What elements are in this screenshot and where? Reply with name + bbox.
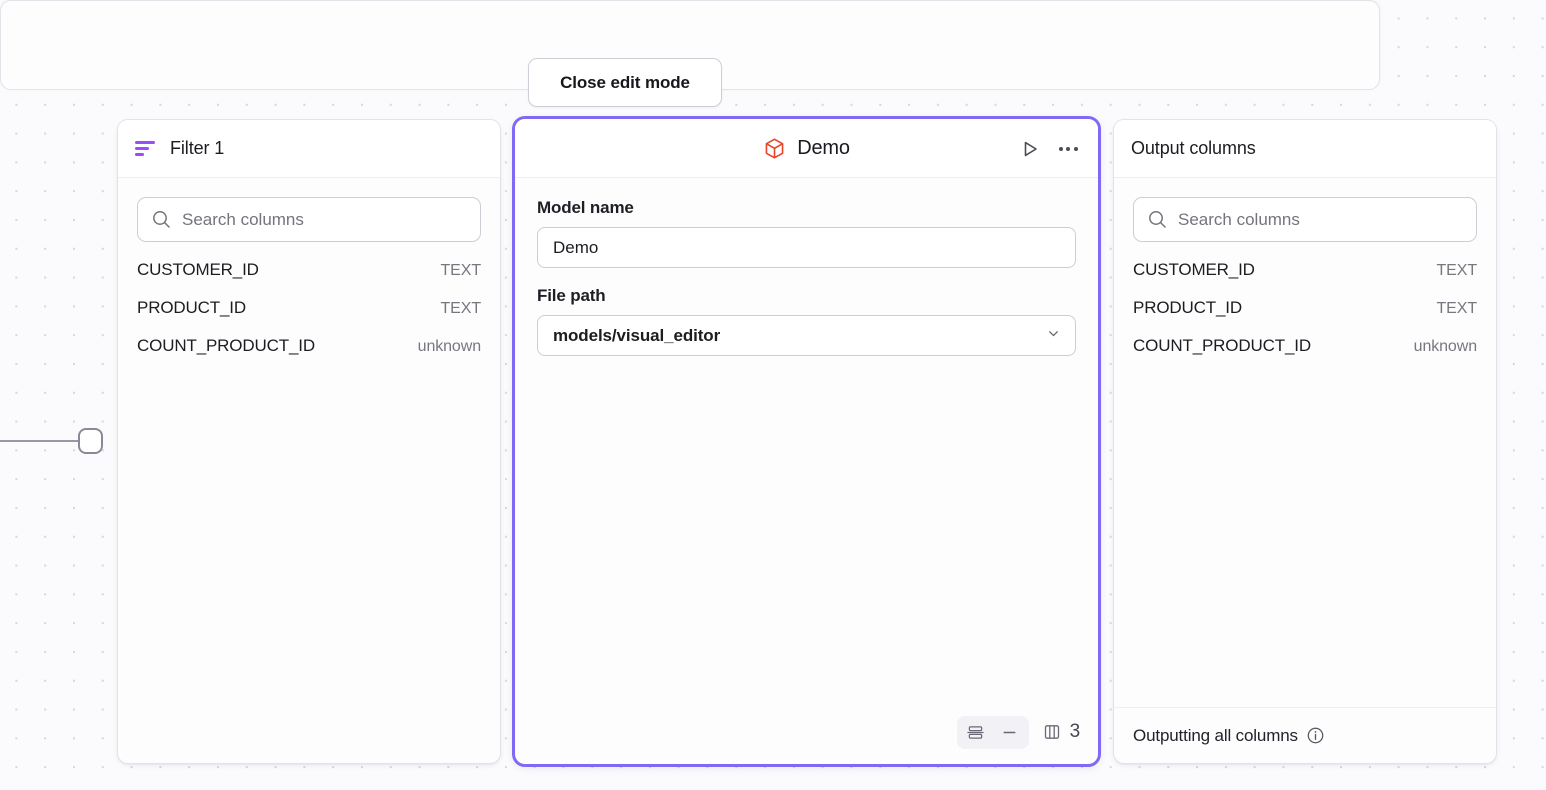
filter-icon <box>135 141 157 156</box>
filter-search-box[interactable] <box>137 197 481 242</box>
outputting-status-text: Outputting all columns <box>1133 725 1298 745</box>
table-row[interactable]: COUNT_PRODUCT_ID unknown <box>137 336 481 374</box>
column-name: PRODUCT_ID <box>137 298 247 317</box>
filter-panel-title: Filter 1 <box>170 138 225 158</box>
column-name: COUNT_PRODUCT_ID <box>1133 336 1312 355</box>
columns-layout-icon <box>1044 725 1059 739</box>
table-row[interactable]: CUSTOMER_ID TEXT <box>137 260 481 298</box>
output-search-input[interactable] <box>1178 209 1462 230</box>
file-path-select[interactable]: models/visual_editor <box>537 315 1076 356</box>
model-node-panel[interactable]: Demo Model name File path <box>512 116 1101 767</box>
collapse-button[interactable] <box>994 719 1026 746</box>
output-search-wrap <box>1114 178 1496 242</box>
output-columns-panel[interactable]: Output columns CUSTOMER_ID TEXT PRODUCT_… <box>1113 119 1497 764</box>
filter-column-list: CUSTOMER_ID TEXT PRODUCT_ID TEXT COUNT_P… <box>118 242 500 763</box>
model-name-label: Model name <box>537 198 634 217</box>
table-row[interactable]: CUSTOMER_ID TEXT <box>1133 260 1477 298</box>
rows-layout-button[interactable] <box>960 719 992 746</box>
model-title-group: Demo <box>763 137 850 160</box>
column-count-group[interactable]: 3 <box>1043 721 1080 743</box>
model-footer-toolbar: 3 <box>515 710 1098 764</box>
filter-node-panel[interactable]: Filter 1 CUSTOMER_ID TEXT PRODUCT_ID TEX… <box>117 119 501 764</box>
more-options-button[interactable] <box>1052 133 1084 165</box>
play-icon <box>1024 141 1037 156</box>
close-edit-mode-button[interactable]: Close edit mode <box>528 58 722 107</box>
table-row[interactable]: PRODUCT_ID TEXT <box>137 298 481 336</box>
output-panel-title: Output columns <box>1131 138 1256 158</box>
model-form-body: Model name File path models/visual_edito… <box>515 178 1098 710</box>
column-type: TEXT <box>1436 300 1478 317</box>
rows-layout-icon <box>967 725 984 739</box>
model-name-input[interactable] <box>537 227 1076 268</box>
model-header-actions <box>1014 119 1084 178</box>
column-type: unknown <box>1413 338 1477 355</box>
ellipsis-icon <box>1058 146 1078 151</box>
search-icon <box>153 211 170 228</box>
filter-panel-header: Filter 1 <box>118 120 500 178</box>
run-button[interactable] <box>1014 133 1046 165</box>
output-panel-header: Output columns <box>1114 120 1496 178</box>
column-name: CUSTOMER_ID <box>137 260 259 279</box>
column-name: PRODUCT_ID <box>1133 298 1243 317</box>
filter-search-wrap <box>118 178 500 242</box>
table-row[interactable]: COUNT_PRODUCT_ID unknown <box>1133 336 1477 374</box>
column-type: TEXT <box>440 262 482 279</box>
column-name: COUNT_PRODUCT_ID <box>137 336 316 355</box>
output-column-list: CUSTOMER_ID TEXT PRODUCT_ID TEXT COUNT_P… <box>1114 242 1496 707</box>
column-type: unknown <box>417 338 481 355</box>
column-name: CUSTOMER_ID <box>1133 260 1255 279</box>
file-path-label: File path <box>537 286 606 305</box>
output-panel-footer: Outputting all columns <box>1114 707 1496 763</box>
cube-icon <box>765 137 784 159</box>
file-path-value: models/visual_editor <box>553 325 721 345</box>
field-spacer <box>537 268 1076 286</box>
connector-handle[interactable] <box>78 428 103 454</box>
column-type: TEXT <box>1436 262 1478 279</box>
chevron-down-icon <box>1046 326 1061 346</box>
info-icon[interactable] <box>1306 726 1325 745</box>
view-mode-segmented-control[interactable] <box>956 715 1029 749</box>
table-row[interactable]: PRODUCT_ID TEXT <box>1133 298 1477 336</box>
model-panel-title: Demo <box>797 136 850 159</box>
search-icon <box>1149 211 1166 228</box>
filter-search-input[interactable] <box>182 209 466 230</box>
column-type: TEXT <box>440 300 482 317</box>
model-panel-header: Demo <box>515 119 1098 178</box>
connector-edge <box>0 440 82 442</box>
minus-icon <box>1003 731 1016 733</box>
output-search-box[interactable] <box>1133 197 1477 242</box>
column-count-value: 3 <box>1069 721 1081 742</box>
